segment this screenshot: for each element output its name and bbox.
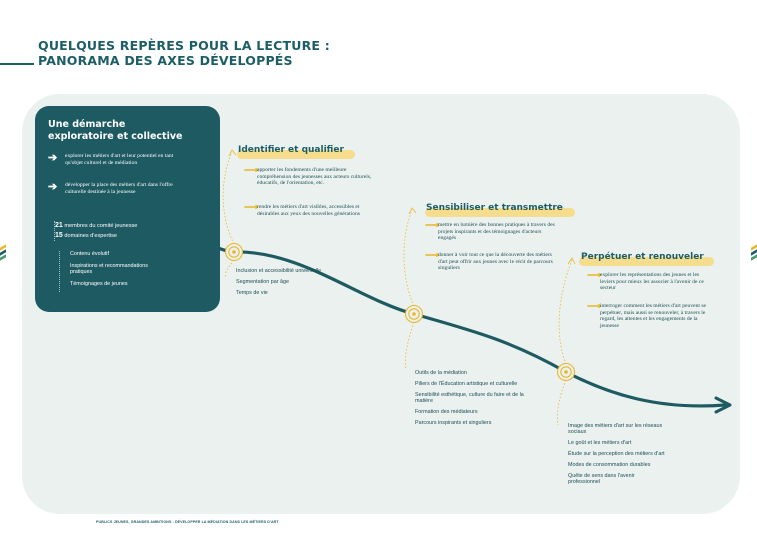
stats-list: 21 membres du comité jeunesse 15 domaine… bbox=[54, 221, 137, 241]
stage-point-text: mettre en lumière des bonnes pratiques à… bbox=[438, 222, 555, 242]
tool-item: Segmentation par âge bbox=[236, 278, 290, 285]
page-title: QUELQUES REPÈRES POUR LA LECTURE : PANOR… bbox=[38, 38, 358, 68]
arrow-right-icon: ➔ bbox=[48, 152, 58, 164]
intro-item: ➔ explorer les métiers d'art et leur pot… bbox=[48, 153, 177, 167]
stage-point-text: rendre les métiers d'art visibles, acces… bbox=[257, 204, 360, 217]
stage-point-text: explorer les représentations des jeunes … bbox=[600, 272, 704, 292]
tool-item: Le goût et les métiers d'art bbox=[568, 440, 632, 447]
tool-item: Piliers de l'Éducation artistique et cul… bbox=[415, 380, 518, 387]
intro-title-line1: Une démarche bbox=[48, 119, 126, 130]
stage-point: ⟶ rendre les métiers d'art visibles, acc… bbox=[244, 202, 375, 217]
stage-title-highlight bbox=[425, 208, 575, 217]
resource-item: Inspirations et recommandations pratique… bbox=[70, 262, 148, 276]
stage-tools: Outils de la médiation Piliers de l'Éduc… bbox=[415, 370, 525, 431]
stage-title-highlight bbox=[237, 150, 355, 159]
tool-item: Outils de la médiation bbox=[415, 370, 467, 376]
tool-item: Modes de consommation durables bbox=[568, 462, 651, 469]
stage-point: ⟶ interroger comment les métiers d'art p… bbox=[587, 301, 714, 329]
stage-tools: Inclusion et accessibilité universelle S… bbox=[236, 268, 326, 301]
target-circle-icon bbox=[556, 362, 576, 382]
resource-item: Contenu évolutif bbox=[70, 251, 109, 257]
stage-point-text: donner à voir tout ce que la découverte … bbox=[438, 252, 553, 272]
page-footer: PUBLICS JEUNES, GRANDES AMBITIONS : DÉVE… bbox=[96, 520, 279, 524]
arrow-right-icon: ➔ bbox=[48, 181, 58, 193]
stage-point: ⟶ mettre en lumière des bonnes pratiques… bbox=[425, 220, 560, 242]
tool-item: Sensibilité esthétique, culture du faire… bbox=[415, 391, 524, 405]
arrow-right-icon: ⟶ bbox=[587, 301, 602, 312]
stage-title: Identifier et qualifier bbox=[238, 145, 344, 155]
stat-label: domaines d'expertise bbox=[64, 233, 118, 239]
tool-item: Inclusion et accessibilité universelle bbox=[236, 268, 322, 274]
intro-title-line2: exploratoire et collective bbox=[48, 131, 183, 142]
target-circle-icon bbox=[404, 304, 424, 324]
stage-point-text: interroger comment les métiers d'art peu… bbox=[600, 303, 707, 329]
resources-list: Contenu évolutif Inspirations et recomma… bbox=[59, 251, 160, 293]
tool-item: Étude sur la perception des métiers d'ar… bbox=[568, 451, 665, 458]
arrow-right-icon: ⟶ bbox=[425, 250, 440, 261]
tool-item: Quête de sens dans l'avenir professionne… bbox=[568, 473, 635, 486]
stage-title-highlight bbox=[579, 257, 714, 266]
stage-point: ⟶ explorer les représentations des jeune… bbox=[587, 270, 712, 292]
stage-title: Perpétuer et renouveler bbox=[581, 252, 704, 262]
stage-title: Sensibiliser et transmettre bbox=[426, 203, 563, 213]
intro-title: Une démarche exploratoire et collective bbox=[48, 119, 208, 143]
intro-item: ➔ développer la place des métiers d'art … bbox=[48, 182, 177, 196]
page-title-line2: PANORAMA DES AXES DÉVELOPPÉS bbox=[38, 53, 293, 68]
stage-point: ⟶ donner à voir tout ce que la découvert… bbox=[425, 250, 560, 272]
intro-item-text: développer la place des métiers d'art da… bbox=[65, 182, 173, 195]
tool-item: Temps de vie bbox=[236, 289, 268, 296]
resource-item: Témoignages de jeunes bbox=[70, 280, 128, 287]
stat-row: 15 domaines d'expertise bbox=[55, 231, 137, 241]
stage-point: ⟶ apporter les fondements d'une meilleur… bbox=[244, 165, 375, 187]
intro-item-text: explorer les métiers d'art et leur poten… bbox=[65, 153, 174, 166]
page-title-line1: QUELQUES REPÈRES POUR LA LECTURE : bbox=[38, 38, 330, 53]
stat-label: membres du comité jeunesse bbox=[64, 223, 138, 229]
stat-row: 21 membres du comité jeunesse bbox=[55, 221, 137, 231]
stat-number: 15 bbox=[55, 232, 63, 239]
curve-arrowhead bbox=[714, 396, 732, 414]
arrow-right-icon: ⟶ bbox=[587, 270, 602, 281]
intro-box: Une démarche exploratoire et collective … bbox=[35, 106, 220, 312]
tool-item: Image des métiers d'art sur les réseaux … bbox=[568, 423, 663, 436]
arrow-right-icon: ⟶ bbox=[244, 165, 259, 176]
tool-item: Parcours inspirants et singuliers bbox=[415, 420, 492, 427]
arrow-right-icon: ⟶ bbox=[425, 220, 440, 231]
stage-tools: Image des métiers d'art sur les réseaux … bbox=[568, 423, 668, 490]
target-circle-icon bbox=[224, 242, 244, 262]
stage-point-text: apporter les fondements d'une meilleure … bbox=[257, 167, 372, 187]
stat-number: 21 bbox=[55, 222, 63, 229]
arrow-right-icon: ⟶ bbox=[244, 202, 259, 213]
title-rule bbox=[0, 63, 34, 65]
tool-item: Formation des médiateurs bbox=[415, 409, 478, 416]
